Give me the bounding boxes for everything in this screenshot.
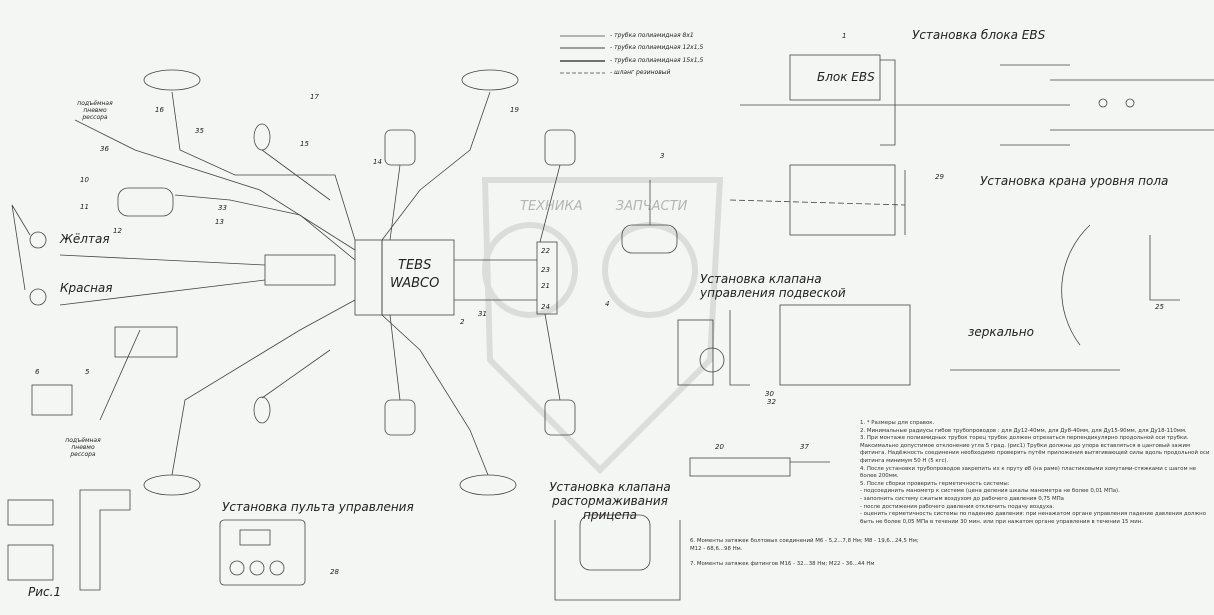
brake-chamber-icon — [544, 129, 576, 166]
note: 6. Моменты затяжек болтовых соединений М… — [690, 538, 919, 552]
callout: 22 — [541, 247, 550, 255]
note: 4. После установки трубопроводов закрепи… — [860, 465, 1197, 480]
callout: 5 — [85, 368, 90, 376]
callout: 37 — [800, 443, 809, 451]
air-tank-icon — [621, 224, 678, 254]
callout: 3 — [660, 152, 665, 160]
callout: 6 — [35, 368, 40, 376]
torque-notes: 6. Моменты затяжек болтовых соединений М… — [690, 538, 930, 569]
callout: 14 — [373, 158, 382, 166]
control-panel-icon — [31, 384, 73, 416]
note: - заполнить систему сжатым воздухом до р… — [860, 495, 1064, 502]
label-yellow: Жёлтая — [60, 232, 110, 246]
title-control-panel: Установка пульта управления — [222, 500, 414, 514]
callout: 33 — [218, 204, 227, 212]
notes-block: 1. * Размеры для справок. 2. Минимальные… — [860, 420, 1210, 526]
callout: 29 — [935, 173, 944, 181]
legend-12x1.5: - трубка полиамидная 12х1,5 — [610, 44, 704, 51]
callout: 17 — [310, 93, 319, 101]
yellow-coupling-head-icon — [29, 231, 47, 249]
brake-chamber-icon — [253, 396, 271, 424]
callout: 32 — [767, 398, 776, 406]
callout: 31 — [478, 310, 487, 318]
note: - оценить герметичность системы по паден… — [860, 511, 1206, 525]
callout: 20 — [715, 443, 724, 451]
title-suspension-valve: Установка клапана управления подвеской — [700, 272, 846, 300]
callout: 24 — [541, 303, 550, 311]
brake-chamber-icon — [384, 399, 416, 436]
callout: 21 — [541, 282, 550, 290]
label-wabco: WABCO — [390, 276, 440, 291]
callout: 16 — [155, 106, 164, 114]
wheel-icon — [143, 474, 201, 496]
callout: 25 — [1155, 303, 1164, 311]
ebs-block-view — [789, 54, 881, 101]
note: 7. Моменты затяжек фитингов М16 - 32...3… — [690, 561, 875, 568]
callout: 28 — [330, 568, 339, 576]
note: 2. Минимальные радиусы гибов трубопровод… — [860, 427, 1187, 434]
brake-chamber-icon — [253, 123, 271, 151]
wheel-icon — [143, 69, 201, 91]
label-fig1: Рис.1 — [28, 585, 62, 599]
note: 3. При монтаже полиамидных трубок торец … — [860, 435, 1210, 464]
callout: 15 — [300, 140, 309, 148]
note: - после достижения рабочего давления отк… — [860, 503, 1055, 510]
callout: 1 — [842, 32, 847, 40]
watermark-text: ТЕХНИКА ЗАПЧАСТИ — [520, 199, 688, 214]
note: - подсоединить манометр к системе (цена … — [860, 488, 1120, 495]
legend-hose: - шланг резиновый — [610, 69, 671, 76]
note: 1. * Размеры для справок. — [860, 420, 935, 426]
label-air-spring-bottom: подъёмная пневмо рессора — [65, 437, 101, 458]
label-air-spring-top: подъёмная пневмо рессора — [77, 100, 113, 121]
callout: 19 — [510, 106, 519, 114]
callout: 35 — [195, 127, 204, 135]
title-release-valve: Установка клапана растормаживания прицеп… — [549, 480, 671, 522]
callout: 36 — [100, 145, 109, 153]
callout: 4 — [605, 300, 610, 308]
callout: 12 — [113, 227, 122, 235]
callout: 11 — [80, 203, 89, 211]
legend-15x1.5: - трубка полиамидная 15х1,5 — [610, 57, 704, 64]
legend-8x1: - трубка полиамидная 8х1 — [610, 32, 694, 39]
note: 5. После сборки проверить герметичность … — [860, 480, 1010, 487]
valve-block-icon — [114, 326, 178, 358]
label-red: Красная — [60, 281, 113, 295]
callout: 13 — [215, 218, 224, 226]
label-ebs-block: Блок EBS — [817, 70, 875, 84]
brake-chamber-icon — [384, 129, 416, 166]
callout: 10 — [80, 176, 89, 184]
label-tebs: TEBS — [398, 258, 432, 273]
air-tank-icon — [117, 187, 174, 217]
watermark-logo — [481, 177, 724, 475]
label-mirrored: зеркально — [968, 325, 1034, 339]
callout: 23 — [541, 266, 550, 274]
wheel-icon — [461, 69, 519, 91]
callout: 2 — [460, 318, 465, 326]
wheel-icon — [459, 474, 517, 496]
callout: 30 — [765, 390, 774, 398]
title-ebs-install: Установка блока EBS — [912, 28, 1046, 42]
red-coupling-head-icon — [29, 288, 47, 306]
title-floor-valve: Установка крана уровня пола — [980, 174, 1169, 188]
